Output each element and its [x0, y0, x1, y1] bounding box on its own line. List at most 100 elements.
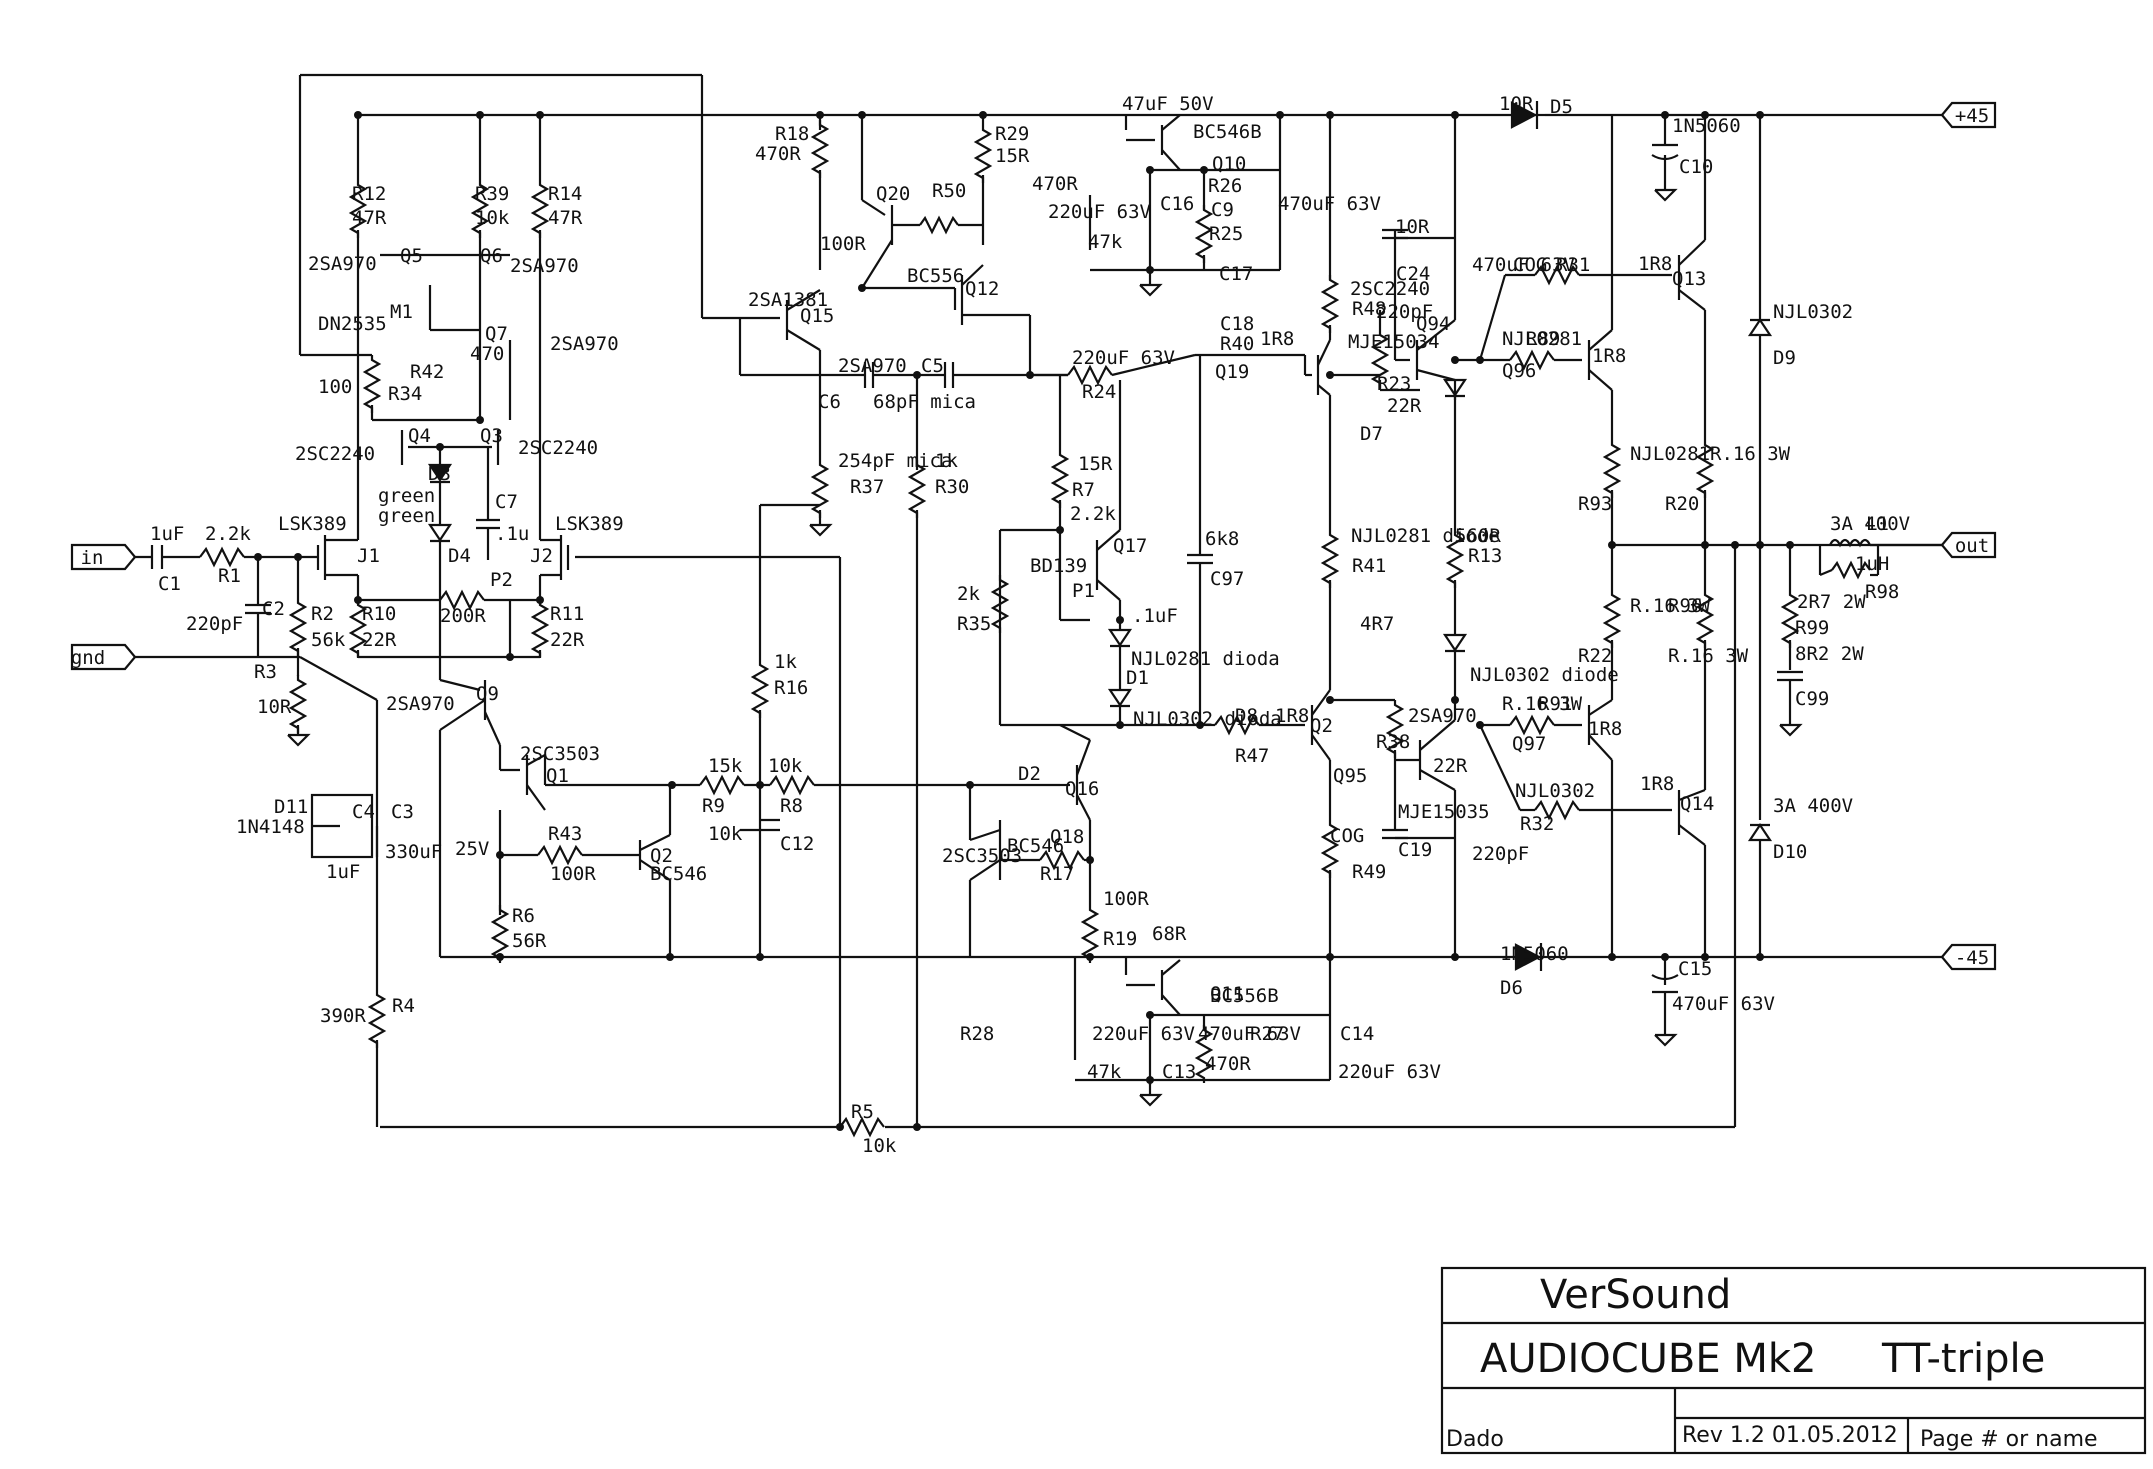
- component-label: R89: [1526, 328, 1560, 350]
- component-label: 470R: [755, 143, 801, 165]
- component-label: D6: [1500, 977, 1523, 999]
- component-label: 100R: [550, 863, 596, 885]
- component-label: C1: [158, 573, 181, 595]
- component-label: R14: [548, 183, 582, 205]
- component-label: COG: [1513, 254, 1547, 276]
- component-label: Q95: [1333, 765, 1367, 787]
- component-label: 1N5060: [1500, 943, 1569, 965]
- port-vpos-label: +45: [1955, 105, 1989, 127]
- component-label: Q97: [1512, 733, 1546, 755]
- component-label: Q16: [1065, 778, 1099, 800]
- component-label: 2SC2240: [295, 443, 375, 465]
- component-label: 2SA970: [386, 693, 455, 715]
- component-label: 220uF 63V: [1092, 1023, 1195, 1045]
- component-label: .1u: [495, 523, 529, 545]
- component-label: Q6: [480, 245, 503, 267]
- component-label: 22R: [1433, 755, 1468, 777]
- component-label: J1: [357, 545, 380, 567]
- component-label: green: [378, 505, 435, 527]
- component-label: 47uF 50V: [1122, 93, 1214, 115]
- component-label: D11: [274, 796, 308, 818]
- component-label: Q13: [1672, 268, 1706, 290]
- component-label: Q2: [1310, 715, 1333, 737]
- component-label: 2.2k: [1070, 503, 1116, 525]
- component-label: 2SA1381: [748, 289, 828, 311]
- component-label: 68R: [1152, 923, 1187, 945]
- component-label: C19: [1398, 839, 1432, 861]
- component-label: R30: [935, 476, 969, 498]
- component-label: C97: [1210, 568, 1244, 590]
- component-label: C2: [262, 598, 285, 620]
- component-label: BC546: [1007, 835, 1064, 857]
- component-label: L1: [1866, 513, 1889, 535]
- component-label: 254pF mica: [838, 450, 952, 472]
- component-label: 470uF 63V: [1278, 193, 1381, 215]
- component-label: 470R: [1032, 173, 1078, 195]
- component-label: R6: [512, 905, 535, 927]
- component-label: 47R: [548, 207, 583, 229]
- component-label: 10R: [1499, 93, 1534, 115]
- component-label: 470uF 63V: [1672, 993, 1775, 1015]
- component-label: 4R7: [1360, 613, 1394, 635]
- component-label: LSK389: [555, 513, 624, 535]
- component-label: R93: [1578, 493, 1612, 515]
- component-label: Q20: [876, 183, 910, 205]
- component-label: green: [378, 485, 435, 507]
- title-author: Dado: [1446, 1427, 1504, 1452]
- component-label: C15: [1678, 958, 1712, 980]
- component-label: Q2: [650, 845, 673, 867]
- component-label: C14: [1340, 1023, 1374, 1045]
- port-flags: [70, 101, 1997, 971]
- component-label: R38: [1376, 731, 1410, 753]
- component-label: BC546B: [1193, 121, 1262, 143]
- component-label: R17: [1040, 863, 1074, 885]
- component-label: BC556: [907, 265, 964, 287]
- component-label: 10k: [862, 1135, 897, 1157]
- component-label: C4: [352, 801, 375, 823]
- component-label: 2SC3503: [942, 845, 1022, 867]
- component-label: 220uF 63V: [1048, 201, 1151, 223]
- component-label: 2SC3503: [520, 743, 600, 765]
- port-in-flag: [70, 543, 137, 571]
- port-gnd-label: gnd: [71, 647, 105, 669]
- component-label: 15R: [1078, 453, 1113, 475]
- component-label: 1k: [935, 450, 958, 472]
- title-project: AUDIOCUBE Mk2: [1480, 1336, 1816, 1382]
- component-label: R25: [1209, 223, 1243, 245]
- title-company: VerSound: [1540, 1272, 1731, 1318]
- component-label: R8: [780, 795, 803, 817]
- component-label: BD139: [1030, 555, 1087, 577]
- component-label: R35: [957, 613, 991, 635]
- component-label: 220uF 63V: [1072, 347, 1175, 369]
- component-label: MJE15034: [1348, 331, 1440, 353]
- component-label: R1: [218, 565, 241, 587]
- component-label: R12: [352, 183, 386, 205]
- component-label: BC546: [650, 863, 707, 885]
- component-label: R13: [1468, 545, 1502, 567]
- component-label: C7: [495, 491, 518, 513]
- component-label: R34: [388, 383, 422, 405]
- component-label: 1uF: [326, 861, 360, 883]
- component-label: 1k: [774, 651, 797, 673]
- component-label: Q14: [1680, 793, 1714, 815]
- component-label: 56R: [512, 930, 547, 952]
- component-label: Q18: [1050, 826, 1084, 848]
- component-label: NJL0281: [1630, 443, 1710, 465]
- component-label: R42: [410, 361, 444, 383]
- component-label: R99: [1795, 617, 1829, 639]
- component-label: 100R: [820, 233, 866, 255]
- port-out-flag: [1940, 531, 1997, 559]
- component-label: 2SA970: [308, 253, 377, 275]
- component-label: R18: [775, 123, 809, 145]
- component-label: 10k: [708, 823, 743, 845]
- component-label: 1R8: [1260, 328, 1294, 350]
- component-label: Q4: [408, 425, 431, 447]
- component-label: Q96: [1502, 360, 1536, 382]
- component-label: R27: [1250, 1023, 1284, 1045]
- component-label: R91: [1538, 693, 1572, 715]
- component-label: R48: [1352, 298, 1386, 320]
- component-label: R19: [1103, 928, 1137, 950]
- component-label: C99: [1795, 688, 1829, 710]
- junction-dots: [254, 111, 1794, 1131]
